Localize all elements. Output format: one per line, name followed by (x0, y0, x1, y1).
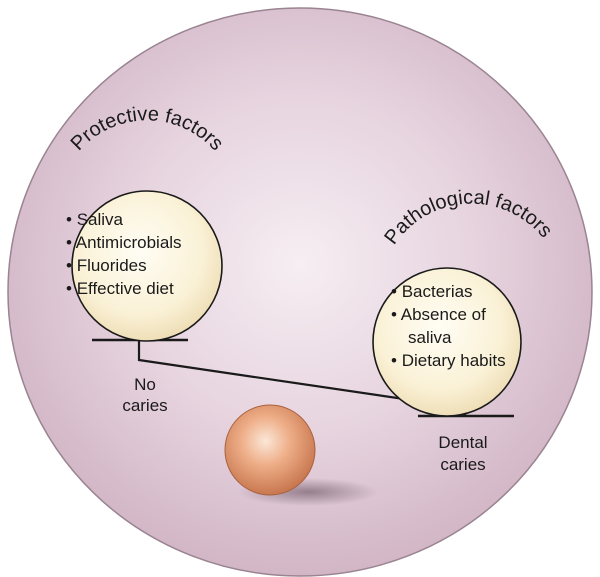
outcome-right-label: Dental (438, 433, 487, 452)
pathological-item: • Bacterias (391, 282, 473, 301)
protective-item: • Saliva (66, 210, 124, 229)
pathological-item: • Dietary habits (391, 351, 506, 370)
protective-item: • Effective diet (66, 279, 174, 298)
protective-item: • Fluorides (66, 256, 147, 275)
pathological-item: saliva (408, 328, 452, 347)
outcome-left-label: No (134, 375, 156, 394)
fulcrum-ball (225, 405, 315, 495)
outcome-right-label: caries (440, 455, 485, 474)
pathological-item: • Absence of (391, 305, 486, 324)
outcome-left-label: caries (122, 396, 167, 415)
protective-item: • Antimicrobials (66, 233, 182, 252)
